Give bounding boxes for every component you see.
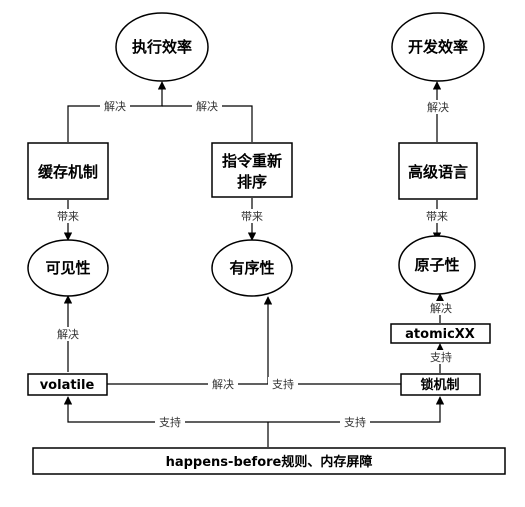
visibility-label: 可见性 <box>45 259 90 277</box>
node-visibility: 可见性 <box>27 239 109 297</box>
edge-label-lock-ordering: 支持 <box>272 377 294 391</box>
edge-label-cache-visibility: 带来 <box>57 210 79 223</box>
atomicxx-label: atomicXX <box>405 327 475 342</box>
edge-label-cache-exec: 解决 <box>104 99 126 113</box>
dev-efficiency-label: 开发效率 <box>408 38 468 56</box>
atomicity-label: 原子性 <box>414 256 459 274</box>
edge-label-lock-atomicxx: 支持 <box>430 350 452 364</box>
edge-label-hb-volatile: 支持 <box>159 415 181 429</box>
node-high-level-lang: 高级语言 <box>398 142 478 200</box>
exec-efficiency-label: 执行效率 <box>132 38 192 56</box>
edge-label-volatile-visibility: 解决 <box>57 327 79 341</box>
ordering-label: 有序性 <box>229 259 274 277</box>
edge-label-lang-dev: 解决 <box>427 100 449 114</box>
high-level-lang-label: 高级语言 <box>408 163 468 181</box>
edge-label-hb-lock: 支持 <box>344 415 366 429</box>
node-dev-efficiency: 开发效率 <box>391 12 485 82</box>
edge-label-reorder-exec: 解决 <box>196 99 218 113</box>
edge-label-lang-atomicity: 带来 <box>426 210 448 223</box>
edge-label-reorder-ordering: 带来 <box>241 210 263 223</box>
edge-hb-to-volatile <box>63 396 268 423</box>
happens-before-label: happens-before规则、内存屏障 <box>166 454 373 470</box>
node-happens-before: happens-before规则、内存屏障 <box>32 447 506 475</box>
node-volatile: volatile <box>27 373 108 396</box>
edge-label-volatile-ordering: 解决 <box>212 377 234 391</box>
edge-label-atomicxx-atomicity: 解决 <box>430 301 452 315</box>
node-reorder: 指令重新 排序 <box>211 142 293 198</box>
node-atomicxx: atomicXX <box>390 323 491 344</box>
lock-label: 锁机制 <box>420 377 459 393</box>
node-exec-efficiency: 执行效率 <box>115 12 209 82</box>
reorder-label-line2: 排序 <box>237 173 267 191</box>
node-cache: 缓存机制 <box>27 142 109 200</box>
reorder-label-line1: 指令重新 <box>222 152 282 170</box>
edge-hb-to-lock <box>268 396 445 423</box>
volatile-label: volatile <box>40 378 95 393</box>
node-atomicity: 原子性 <box>398 235 476 295</box>
node-ordering: 有序性 <box>211 239 293 297</box>
node-lock: 锁机制 <box>400 373 481 396</box>
cache-label: 缓存机制 <box>38 163 98 181</box>
